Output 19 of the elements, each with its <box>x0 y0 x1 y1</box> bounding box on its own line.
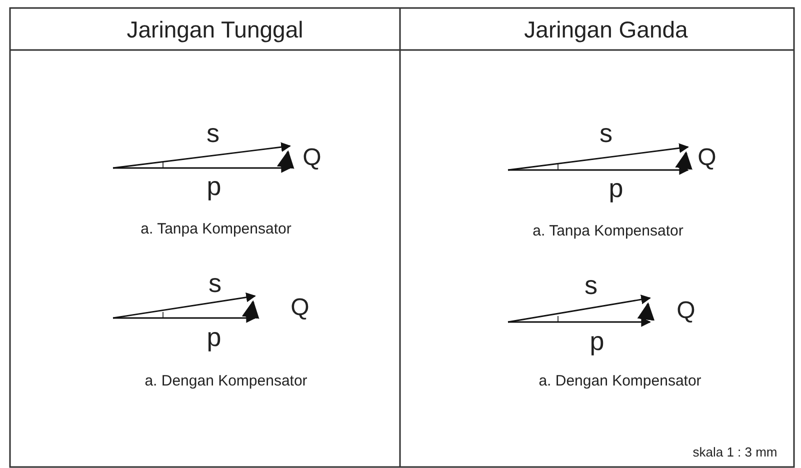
caption: a. Tanpa Kompensator <box>532 224 684 238</box>
vector-label: p <box>206 173 222 199</box>
vector-label: Q <box>290 296 310 320</box>
scale-note: skala 1 : 3 mm <box>692 446 778 458</box>
vector-label: Q <box>676 299 696 323</box>
vector-label: Q <box>698 146 716 170</box>
column-header: Jaringan Ganda <box>524 18 688 42</box>
column-header: Jaringan Tunggal <box>126 18 304 42</box>
vector-label: Q <box>302 146 322 170</box>
caption: a. Tanpa Kompensator <box>140 222 292 236</box>
vector-label: p <box>608 175 624 201</box>
vector-label: p <box>206 324 222 350</box>
caption: a. Dengan Kompensator <box>538 374 702 388</box>
vector-label: s <box>208 270 222 296</box>
vector-label: s <box>206 120 220 146</box>
vector-label: s <box>584 272 598 298</box>
vector-label: s <box>600 120 612 146</box>
vector-label: p <box>590 328 604 354</box>
caption: a. Dengan Kompensator <box>144 374 308 388</box>
